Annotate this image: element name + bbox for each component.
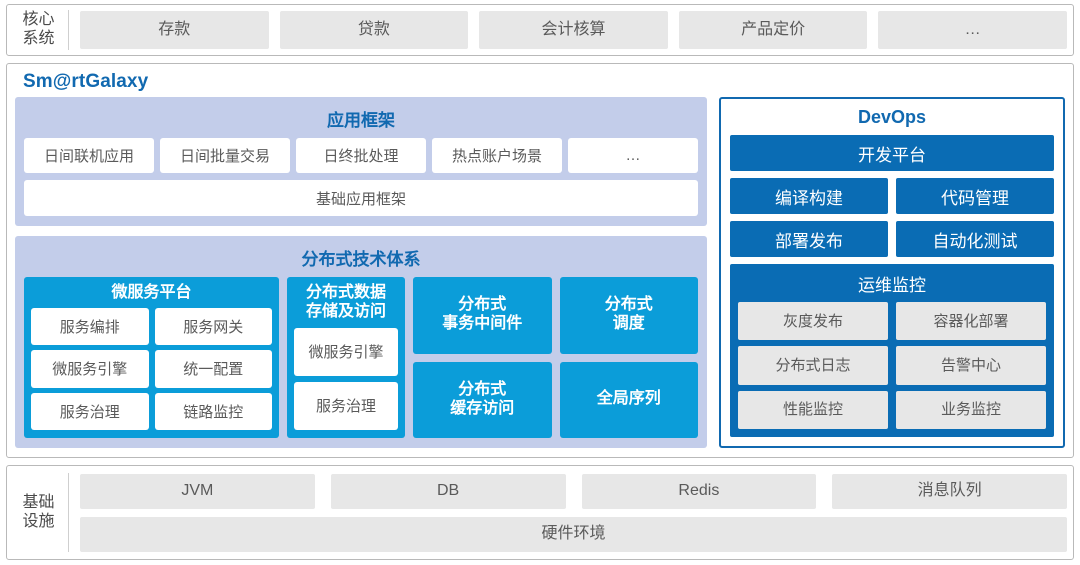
cell-line2: 调度 — [612, 315, 645, 333]
core-systems-label-line2: 系统 — [22, 30, 55, 47]
cell-line2: 缓存访问 — [450, 399, 515, 417]
right-column: DevOps 开发平台 编译构建 代码管理 部署发布 自动化测试 运维监控 — [719, 97, 1065, 448]
data-storage-item[interactable]: 微服务引擎 — [294, 327, 398, 376]
distributed-data-storage-title: 分布式数据 存储及访问 — [294, 282, 398, 328]
app-framework-base[interactable]: 基础应用框架 — [24, 180, 698, 216]
distributed-transaction-middleware-box[interactable]: 分布式 事务中间件 — [413, 277, 552, 354]
core-system-item[interactable]: 产品定价 — [678, 11, 868, 49]
core-systems-items: 存款 贷款 会计核算 产品定价 … — [69, 11, 1067, 49]
devops-panel: DevOps 开发平台 编译构建 代码管理 部署发布 自动化测试 运维监控 — [719, 97, 1065, 448]
distributed-middleware-column: 分布式 事务中间件 分布式 缓存访问 — [413, 277, 552, 438]
devops-item-deploy[interactable]: 部署发布 — [730, 221, 888, 257]
microservice-item[interactable]: 微服务引擎 — [31, 350, 149, 388]
infrastructure-item-jvm[interactable]: JVM — [80, 473, 315, 509]
devops-title: DevOps — [857, 107, 927, 127]
cell-line1: 分布式 — [604, 296, 653, 314]
app-framework-item[interactable]: 热点账户场景 — [432, 138, 562, 173]
ops-item[interactable]: 告警中心 — [896, 346, 1046, 385]
infrastructure-band: 基础 设施 JVM DB Redis 消息队列 硬件环境 — [6, 465, 1074, 560]
distributed-cache-access-title: 分布式 缓存访问 — [450, 381, 514, 419]
devops-platform[interactable]: 开发平台 — [730, 135, 1054, 171]
infrastructure-item-mq[interactable]: 消息队列 — [832, 473, 1067, 509]
microservice-item[interactable]: 服务治理 — [31, 392, 149, 430]
distributed-tech-grid: 微服务平台 服务编排 服务网关 微服务引擎 统一配置 — [24, 277, 698, 438]
core-system-item[interactable]: 贷款 — [279, 11, 469, 49]
ops-row: 灰度发布 容器化部署 — [738, 302, 1046, 341]
microservice-item[interactable]: 服务网关 — [154, 307, 272, 346]
microservice-item[interactable]: 统一配置 — [154, 350, 272, 388]
app-framework-item[interactable]: 日间批量交易 — [160, 138, 290, 173]
devops-item-build[interactable]: 编译构建 — [730, 178, 888, 214]
distributed-tech-panel: 分布式技术体系 微服务平台 服务编排 服务网关 微服务 — [15, 236, 707, 448]
core-systems-label: 核心 系统 — [13, 10, 69, 50]
infrastructure-items: JVM DB Redis 消息队列 — [80, 473, 1067, 509]
microservice-row: 服务治理 链路监控 — [31, 392, 272, 430]
core-system-item[interactable]: 存款 — [80, 11, 269, 49]
devops-item-code-management[interactable]: 代码管理 — [896, 178, 1054, 214]
devops-item-auto-test[interactable]: 自动化测试 — [896, 221, 1054, 257]
ops-item[interactable]: 性能监控 — [738, 390, 888, 429]
distributed-tech-title: 分布式技术体系 — [301, 250, 421, 269]
distributed-data-storage-title-line2: 存储及访问 — [305, 302, 386, 320]
ops-item[interactable]: 容器化部署 — [896, 302, 1046, 341]
global-sequence-title: 全局序列 — [597, 390, 661, 409]
infrastructure-item-redis[interactable]: Redis — [581, 473, 817, 509]
core-systems-label-line1: 核心 — [22, 11, 55, 29]
ops-monitoring-title: 运维监控 — [858, 276, 926, 295]
platform-board: Sm@rtGalaxy 应用框架 日间联机应用 日间批量交易 日终批处理 热点账… — [6, 63, 1074, 458]
microservice-row: 微服务引擎 统一配置 — [31, 350, 272, 388]
core-system-item-more[interactable]: … — [878, 11, 1067, 49]
cell-line1: 全局序列 — [596, 390, 661, 408]
app-framework-item[interactable]: 日间联机应用 — [24, 138, 154, 173]
microservice-platform-box[interactable]: 微服务平台 服务编排 服务网关 微服务引擎 统一配置 — [24, 277, 279, 438]
ops-row: 分布式日志 告警中心 — [738, 346, 1046, 385]
distributed-transaction-middleware-title: 分布式 事务中间件 — [442, 296, 522, 334]
ops-item[interactable]: 业务监控 — [896, 390, 1046, 429]
brand-title: Sm@rtGalaxy — [23, 71, 149, 92]
ops-row: 性能监控 业务监控 — [738, 390, 1046, 429]
cell-line1: 分布式 — [458, 296, 507, 314]
microservice-item[interactable]: 服务编排 — [31, 307, 149, 346]
core-system-item[interactable]: 会计核算 — [479, 11, 668, 49]
board-columns: 应用框架 日间联机应用 日间批量交易 日终批处理 热点账户场景 … 基础应用框架… — [15, 97, 1065, 448]
infrastructure-label: 基础 设施 — [13, 473, 69, 552]
ops-monitoring-panel: 运维监控 灰度发布 容器化部署 分布式日志 告警中心 性能监控 — [730, 264, 1054, 437]
distributed-data-storage-title-line1: 分布式数据 — [305, 284, 386, 301]
infrastructure-label-line1: 基础 — [22, 493, 55, 511]
infrastructure-content: JVM DB Redis 消息队列 硬件环境 — [69, 473, 1067, 552]
infrastructure-label-line2: 设施 — [22, 512, 55, 530]
distributed-scheduling-title: 分布式 调度 — [605, 296, 653, 334]
app-framework-item[interactable]: 日终批处理 — [296, 138, 426, 173]
distributed-cache-access-box[interactable]: 分布式 缓存访问 — [413, 361, 552, 438]
ops-item[interactable]: 分布式日志 — [738, 346, 888, 385]
infrastructure-hardware[interactable]: 硬件环境 — [80, 516, 1067, 552]
ops-item[interactable]: 灰度发布 — [738, 302, 888, 341]
devops-row: 编译构建 代码管理 — [730, 178, 1054, 214]
infrastructure-item-db[interactable]: DB — [330, 473, 566, 509]
microservice-platform-title: 微服务平台 — [111, 284, 192, 301]
application-framework-items: 日间联机应用 日间批量交易 日终批处理 热点账户场景 … — [24, 138, 698, 173]
distributed-scheduling-box[interactable]: 分布式 调度 — [559, 277, 698, 354]
core-systems-band: 核心 系统 存款 贷款 会计核算 产品定价 … — [6, 4, 1074, 56]
cell-line2: 事务中间件 — [442, 315, 523, 333]
left-column: 应用框架 日间联机应用 日间批量交易 日终批处理 热点账户场景 … 基础应用框架… — [15, 97, 707, 448]
microservice-platform-items: 服务编排 服务网关 微服务引擎 统一配置 服务治理 链路监控 — [31, 307, 272, 430]
app-framework-item-more[interactable]: … — [568, 138, 698, 173]
application-framework-title: 应用框架 — [327, 111, 395, 130]
data-storage-item[interactable]: 服务治理 — [294, 381, 398, 430]
microservice-item[interactable]: 链路监控 — [154, 392, 272, 430]
microservice-row: 服务编排 服务网关 — [31, 307, 272, 346]
global-sequence-box[interactable]: 全局序列 — [559, 361, 698, 438]
distributed-scheduling-column: 分布式 调度 全局序列 — [559, 277, 698, 438]
devops-row: 部署发布 自动化测试 — [730, 221, 1054, 257]
ops-monitoring-items: 灰度发布 容器化部署 分布式日志 告警中心 性能监控 业务监控 — [738, 302, 1046, 429]
cell-line1: 分布式 — [458, 380, 507, 398]
distributed-data-storage-items: 微服务引擎 服务治理 — [294, 327, 398, 430]
application-framework-panel: 应用框架 日间联机应用 日间批量交易 日终批处理 热点账户场景 … 基础应用框架 — [15, 97, 707, 226]
distributed-data-storage-box[interactable]: 分布式数据 存储及访问 微服务引擎 服务治理 — [287, 277, 405, 438]
